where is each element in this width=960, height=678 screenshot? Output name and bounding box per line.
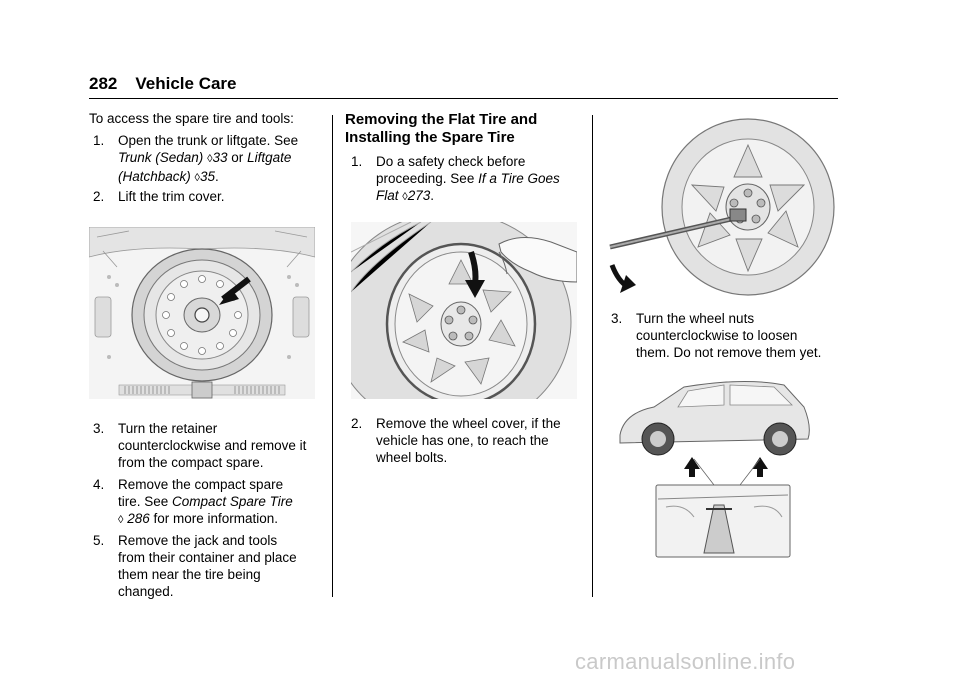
spare-tire-trunk-figure: [89, 227, 315, 399]
step-text: Open the trunk or liftgate. See: [118, 133, 299, 148]
step-text: Remove the wheel cover, if the: [376, 416, 561, 431]
column-divider-2: [592, 115, 593, 597]
section-title: Vehicle Care: [135, 74, 237, 93]
step-4: 4. Remove the compact spare tire. See Co…: [93, 476, 328, 528]
step-text: Turn the retainer: [118, 421, 218, 436]
step-number: 3.: [611, 311, 623, 326]
link-if-tire-goes-flat[interactable]: If a Tire Goes: [478, 171, 560, 186]
header-rule: [89, 98, 838, 99]
ref-symbol: ◊: [118, 514, 124, 526]
step-text: from their container and place: [118, 550, 297, 565]
step-number: 5.: [93, 533, 105, 548]
step-text: wheel bolts.: [376, 450, 448, 465]
ref-symbol: ◊: [402, 191, 408, 203]
step-1: 1. Open the trunk or liftgate. See Trunk…: [93, 132, 328, 184]
jacking-points-figure: [614, 377, 814, 559]
step-text: counterclockwise to loosen: [636, 328, 798, 343]
step-text: vehicle has one, to reach the: [376, 433, 549, 448]
page-ref[interactable]: 35: [199, 169, 216, 184]
page-number: 282: [89, 74, 118, 93]
step-text: Do a safety check before: [376, 154, 526, 169]
step-text: .: [215, 169, 219, 184]
remove-step-1: 1. Do a safety check before proceeding. …: [351, 153, 589, 205]
step-number: 1.: [93, 133, 105, 148]
step-5: 5. Remove the jack and tools from their …: [93, 532, 328, 602]
step-number: 1.: [351, 154, 363, 169]
step-number: 2.: [351, 416, 363, 431]
step-text: changed.: [118, 584, 174, 599]
wheel-cover-removal-figure: [351, 222, 577, 399]
step-text: tire. See: [118, 494, 169, 509]
link-compact-spare-tire[interactable]: Compact Spare Tire: [172, 494, 293, 509]
step-2: 2. Lift the trim cover.: [93, 188, 328, 206]
step-text: Remove the compact spare: [118, 477, 284, 492]
step-text: for more information.: [153, 511, 279, 526]
watermark: carmanualsonline.info: [575, 649, 796, 674]
step-text: them. Do not remove them yet.: [636, 345, 822, 360]
section-heading: Removing the Flat Tire and Installing th…: [345, 111, 537, 147]
page-header: 282 Vehicle Care: [89, 74, 237, 94]
column-divider-1: [332, 115, 333, 597]
step-number: 3.: [93, 421, 105, 436]
step-text: .: [430, 188, 435, 203]
step-text: them near the tire being: [118, 567, 261, 582]
link-trunk-sedan[interactable]: Trunk (Sedan): [118, 150, 204, 165]
heading-line: Removing the Flat Tire and: [345, 111, 538, 128]
step-number: 2.: [93, 189, 105, 204]
step-number: 4.: [93, 477, 105, 492]
step-3: 3. Turn the retainer counterclockwise an…: [93, 420, 328, 472]
remove-step-2: 2. Remove the wheel cover, if the vehicl…: [351, 415, 589, 467]
intro-text: To access the spare tire and tools:: [89, 111, 294, 126]
step-text: proceeding. See: [376, 171, 475, 186]
link-flat[interactable]: Flat: [376, 188, 399, 203]
step-text: from the compact spare.: [118, 455, 264, 470]
link-liftgate[interactable]: Liftgate: [247, 150, 292, 165]
step-text: Lift the trim cover.: [118, 189, 225, 204]
page-ref[interactable]: 286: [127, 511, 150, 526]
lug-wrench-wheel-figure: [606, 115, 836, 297]
step-text: or: [231, 150, 244, 165]
page-ref[interactable]: 33: [212, 150, 228, 165]
heading-line: Installing the Spare Tire: [345, 129, 515, 146]
page-ref[interactable]: 273: [407, 188, 431, 203]
step-text: Remove the jack and tools: [118, 533, 278, 548]
ref-symbol: ◊: [194, 172, 200, 184]
loosen-step-3: 3. Turn the wheel nuts counterclockwise …: [611, 310, 841, 362]
link-hatchback[interactable]: (Hatchback): [118, 169, 191, 184]
ref-symbol: ◊: [207, 153, 213, 165]
step-text: counterclockwise and remove it: [118, 438, 307, 453]
step-text: Turn the wheel nuts: [636, 311, 755, 326]
